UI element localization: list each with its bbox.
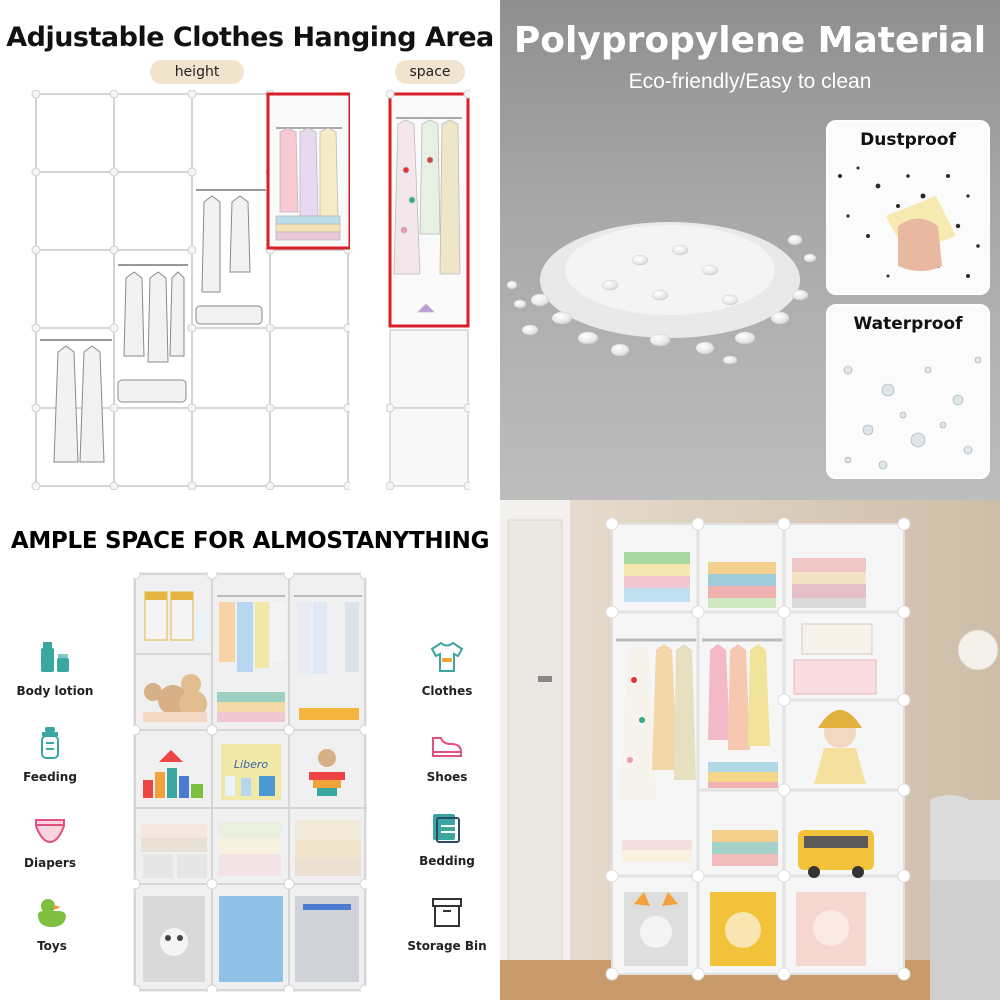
space-badge: space — [395, 60, 465, 84]
use-bedding: Bedding — [392, 810, 500, 868]
bedding-icon — [433, 814, 460, 843]
waterproof-card: Waterproof — [826, 304, 990, 479]
hanging-area-panel: Adjustable Clothes Hanging Area height s… — [0, 0, 500, 500]
diaper-icon — [35, 819, 65, 844]
use-label: Body lotion — [16, 684, 94, 698]
use-label: Feeding — [23, 770, 77, 784]
storage-title: AMPLE SPACE FOR ALMOSTANYTHING — [10, 528, 490, 554]
dust-wipe-image — [838, 166, 980, 278]
use-body-lotion: Body lotion — [0, 640, 110, 698]
use-shoes: Shoes — [392, 726, 500, 784]
cabinet-sketch-illustration — [31, 90, 350, 490]
hanging-area-title: Adjustable Clothes Hanging Area — [6, 22, 494, 53]
plastic-pellets-image — [506, 222, 817, 365]
dustproof-card: Dustproof — [826, 120, 990, 295]
shoe-icon — [432, 737, 462, 757]
water-drops-image — [843, 356, 982, 470]
filled-cabinet-image: Libero — [133, 572, 367, 992]
use-toys: Toys — [0, 895, 107, 953]
use-label: Bedding — [419, 854, 475, 868]
use-storage-bin: Storage Bin — [392, 895, 500, 953]
adjustable-space-illustration — [386, 90, 470, 490]
use-diapers: Diapers — [0, 812, 105, 870]
lotion-icon — [41, 642, 69, 672]
height-badge: height — [150, 60, 244, 84]
use-label: Storage Bin — [407, 939, 487, 953]
room-scene-image — [500, 500, 1000, 1000]
material-title: Polypropylene Material — [513, 20, 987, 61]
dustproof-label: Dustproof — [860, 130, 956, 150]
product-box-label: Libero — [234, 758, 268, 771]
material-panel: Polypropylene Material Eco-friendly/Easy… — [500, 0, 1000, 500]
use-clothes: Clothes — [392, 640, 500, 698]
use-label: Toys — [37, 939, 67, 953]
storage-uses-panel: AMPLE SPACE FOR ALMOSTANYTHING Body loti… — [0, 500, 500, 1000]
material-subtitle: Eco-friendly/Easy to clean — [628, 70, 872, 93]
duck-toy-icon — [38, 899, 66, 927]
use-label: Clothes — [421, 684, 473, 698]
use-feeding: Feeding — [0, 726, 105, 784]
baby-bottle-icon — [41, 727, 59, 759]
use-label: Shoes — [426, 770, 468, 784]
use-label: Diapers — [24, 856, 76, 870]
tshirt-icon — [430, 641, 464, 672]
waterproof-label: Waterproof — [853, 314, 963, 334]
room-scene-panel — [500, 500, 1000, 1000]
storage-bin-icon — [432, 898, 462, 927]
